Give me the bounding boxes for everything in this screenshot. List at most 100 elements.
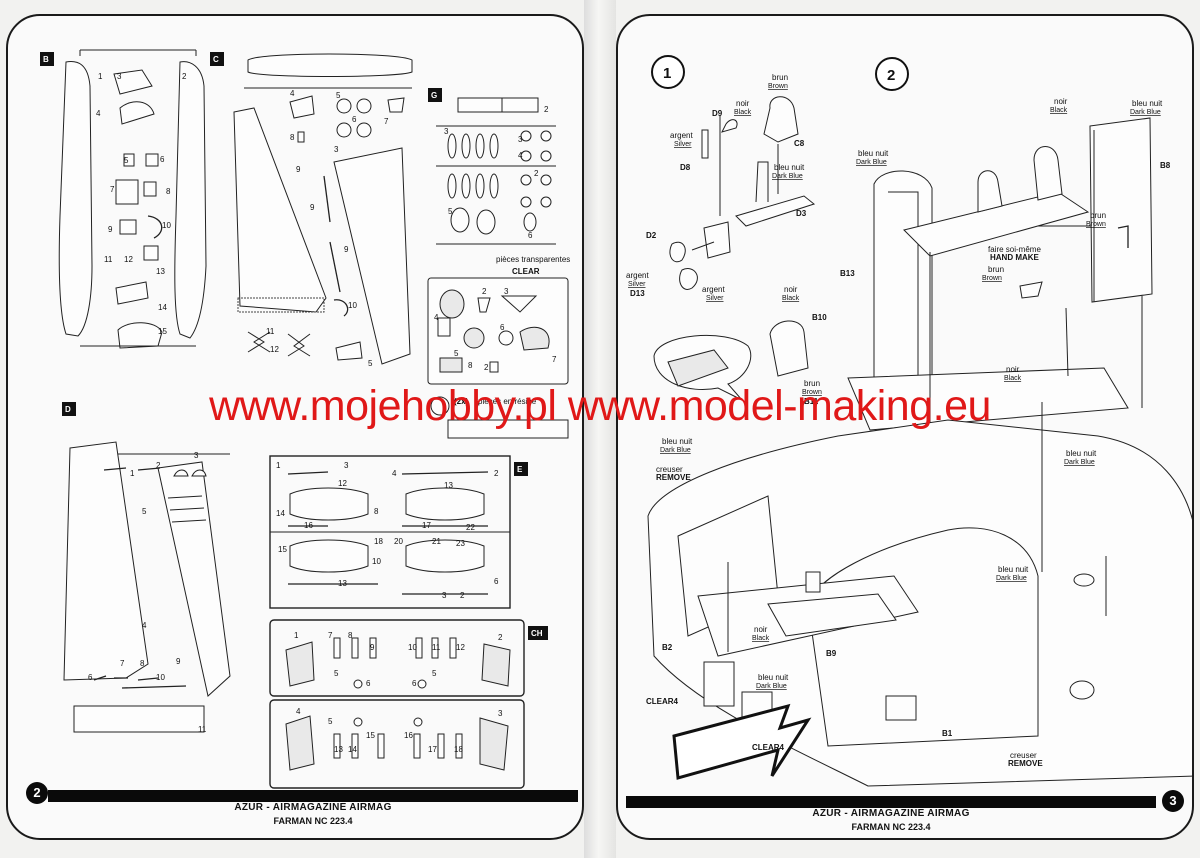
svg-text:17: 17 bbox=[422, 521, 431, 530]
svg-text:6: 6 bbox=[88, 673, 93, 682]
svg-text:14: 14 bbox=[276, 509, 285, 518]
svg-text:D8: D8 bbox=[680, 163, 691, 172]
svg-text:6: 6 bbox=[412, 679, 417, 688]
assembly-diagram: 1 2 brun Brown noir Black D9 C8 bbox=[626, 55, 1192, 787]
svg-text:3: 3 bbox=[334, 145, 339, 154]
sprue-b-label: B bbox=[43, 55, 49, 64]
svg-text:6: 6 bbox=[528, 231, 533, 240]
svg-text:4: 4 bbox=[518, 151, 523, 160]
svg-text:6: 6 bbox=[500, 323, 505, 332]
svg-text:brun: brun bbox=[1090, 211, 1106, 220]
svg-text:B2: B2 bbox=[662, 643, 673, 652]
svg-text:10: 10 bbox=[372, 557, 381, 566]
step-badge-1: 1 bbox=[651, 55, 685, 89]
sprue-d-label: D bbox=[65, 405, 71, 414]
svg-text:3: 3 bbox=[518, 135, 523, 144]
sprue-g: G 233 456 2 bbox=[428, 88, 556, 245]
svg-text:16: 16 bbox=[304, 521, 313, 530]
svg-text:13: 13 bbox=[338, 579, 347, 588]
svg-text:9: 9 bbox=[176, 657, 181, 666]
svg-text:5: 5 bbox=[334, 669, 339, 678]
svg-text:Black: Black bbox=[752, 635, 770, 642]
svg-text:12: 12 bbox=[270, 345, 279, 354]
svg-text:5: 5 bbox=[124, 156, 129, 165]
svg-text:argent: argent bbox=[702, 285, 725, 294]
svg-text:D13: D13 bbox=[630, 289, 645, 298]
svg-text:brun: brun bbox=[772, 73, 788, 82]
svg-text:noir: noir bbox=[784, 285, 798, 294]
svg-text:13: 13 bbox=[444, 481, 453, 490]
svg-text:3: 3 bbox=[117, 72, 122, 81]
step-2-cockpit-assembly bbox=[847, 117, 1153, 462]
svg-text:9: 9 bbox=[310, 203, 315, 212]
svg-text:23: 23 bbox=[456, 539, 465, 548]
svg-text:Dark Blue: Dark Blue bbox=[856, 159, 887, 166]
instrument-panel-detail bbox=[653, 320, 809, 401]
svg-text:Brown: Brown bbox=[802, 389, 822, 396]
svg-text:2: 2 bbox=[544, 105, 549, 114]
svg-text:6: 6 bbox=[494, 577, 499, 586]
svg-text:16: 16 bbox=[404, 731, 413, 740]
svg-text:argent: argent bbox=[626, 271, 649, 280]
svg-text:bleu nuit: bleu nuit bbox=[758, 673, 789, 682]
svg-text:creuser: creuser bbox=[1010, 751, 1037, 760]
svg-text:4: 4 bbox=[434, 313, 439, 322]
svg-text:1: 1 bbox=[98, 72, 103, 81]
sprue-c-label: C bbox=[213, 55, 219, 64]
svg-text:5: 5 bbox=[432, 669, 437, 678]
svg-text:5: 5 bbox=[454, 349, 459, 358]
page-number: 3 bbox=[1162, 790, 1184, 812]
svg-text:1: 1 bbox=[294, 631, 299, 640]
svg-text:5: 5 bbox=[448, 207, 453, 216]
svg-text:Dark Blue: Dark Blue bbox=[1130, 109, 1161, 116]
svg-text:11: 11 bbox=[198, 725, 207, 734]
svg-text:12: 12 bbox=[124, 255, 133, 264]
svg-text:B11: B11 bbox=[804, 397, 819, 406]
svg-text:REMOVE: REMOVE bbox=[656, 473, 691, 482]
svg-text:8: 8 bbox=[140, 659, 145, 668]
clear-label-en: CLEAR bbox=[512, 267, 540, 276]
svg-text:B13: B13 bbox=[840, 269, 855, 278]
svg-text:CLEAR4: CLEAR4 bbox=[752, 743, 785, 752]
fuselage-labels: bleu nuit Dark Blue bleu nuit Dark Blue … bbox=[646, 437, 1097, 768]
svg-text:8: 8 bbox=[348, 631, 353, 640]
svg-text:18: 18 bbox=[374, 537, 383, 546]
svg-text:2: 2 bbox=[482, 287, 487, 296]
svg-text:1: 1 bbox=[663, 65, 671, 82]
resin-text: pièces en résine bbox=[478, 397, 537, 406]
svg-text:Black: Black bbox=[782, 295, 800, 302]
svg-text:21: 21 bbox=[432, 537, 441, 546]
svg-text:9: 9 bbox=[370, 643, 375, 652]
svg-text:8: 8 bbox=[166, 187, 171, 196]
svg-text:10: 10 bbox=[408, 643, 417, 652]
footer-subtitle: FARMAN NC 223.4 bbox=[851, 822, 931, 832]
svg-text:Black: Black bbox=[734, 109, 752, 116]
svg-text:11: 11 bbox=[104, 255, 113, 264]
resin-note: (2x) pièces en résine bbox=[430, 396, 569, 439]
svg-text:2: 2 bbox=[498, 633, 503, 642]
svg-text:14: 14 bbox=[348, 745, 357, 754]
svg-text:5: 5 bbox=[328, 717, 333, 726]
step-2-labels: noir Black bleu nuit Dark Blue bleu nuit… bbox=[782, 97, 1171, 406]
svg-text:9: 9 bbox=[344, 245, 349, 254]
svg-text:2: 2 bbox=[156, 461, 161, 470]
svg-text:CLEAR4: CLEAR4 bbox=[646, 697, 679, 706]
svg-text:Dark Blue: Dark Blue bbox=[1064, 459, 1095, 466]
step-badge-2: 2 bbox=[875, 57, 909, 91]
svg-text:REMOVE: REMOVE bbox=[1008, 759, 1043, 768]
svg-text:Brown: Brown bbox=[768, 83, 788, 90]
sprue-g-label: G bbox=[431, 91, 437, 100]
svg-text:Dark Blue: Dark Blue bbox=[772, 173, 803, 180]
svg-text:D9: D9 bbox=[712, 109, 723, 118]
svg-text:noir: noir bbox=[736, 99, 750, 108]
svg-text:15: 15 bbox=[158, 327, 167, 336]
svg-text:9: 9 bbox=[108, 225, 113, 234]
svg-text:18: 18 bbox=[454, 745, 463, 754]
svg-text:noir: noir bbox=[754, 625, 768, 634]
svg-text:12: 12 bbox=[456, 643, 465, 652]
svg-text:2: 2 bbox=[494, 469, 499, 478]
svg-text:Brown: Brown bbox=[982, 275, 1002, 282]
svg-text:8: 8 bbox=[374, 507, 379, 516]
